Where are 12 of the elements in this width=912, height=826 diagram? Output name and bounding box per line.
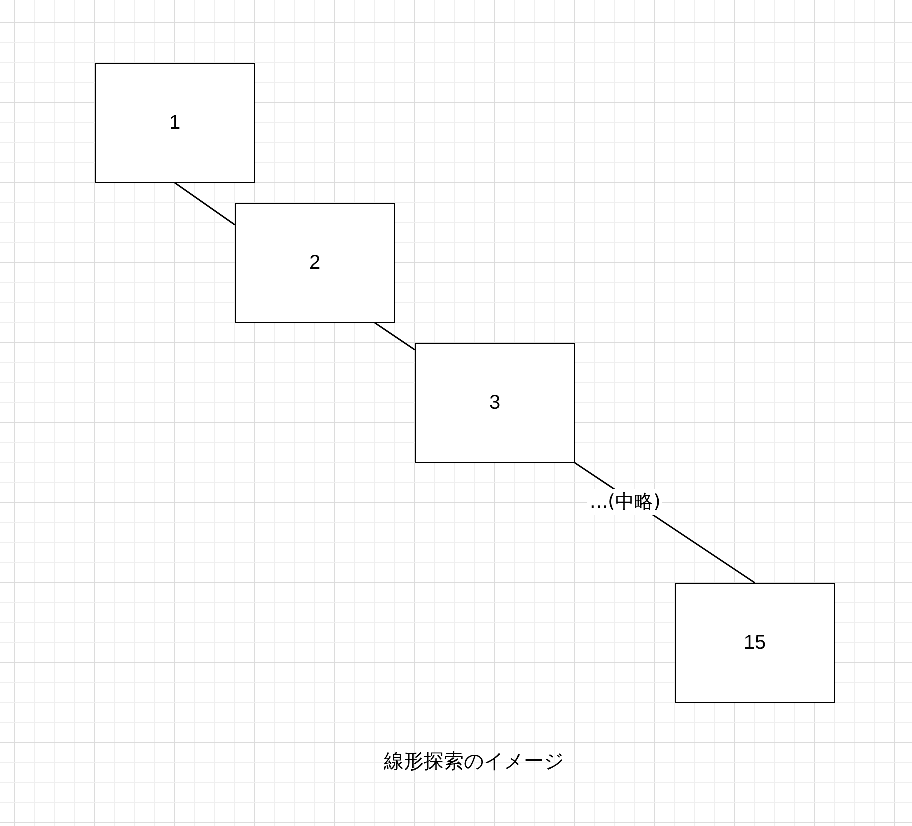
node-label: 1	[169, 112, 181, 134]
process-box	[95, 63, 255, 183]
node-label: 3	[489, 392, 501, 414]
node-label: 2	[309, 252, 321, 274]
connector-line	[374, 322, 416, 351]
edge-label: ...(中略)	[588, 488, 663, 515]
process-box	[675, 583, 835, 703]
process-box	[415, 343, 575, 463]
process-box	[235, 203, 395, 323]
node-label: 15	[744, 632, 766, 654]
caption: 線形探索のイメージ	[384, 748, 564, 775]
connector-line	[174, 182, 236, 226]
